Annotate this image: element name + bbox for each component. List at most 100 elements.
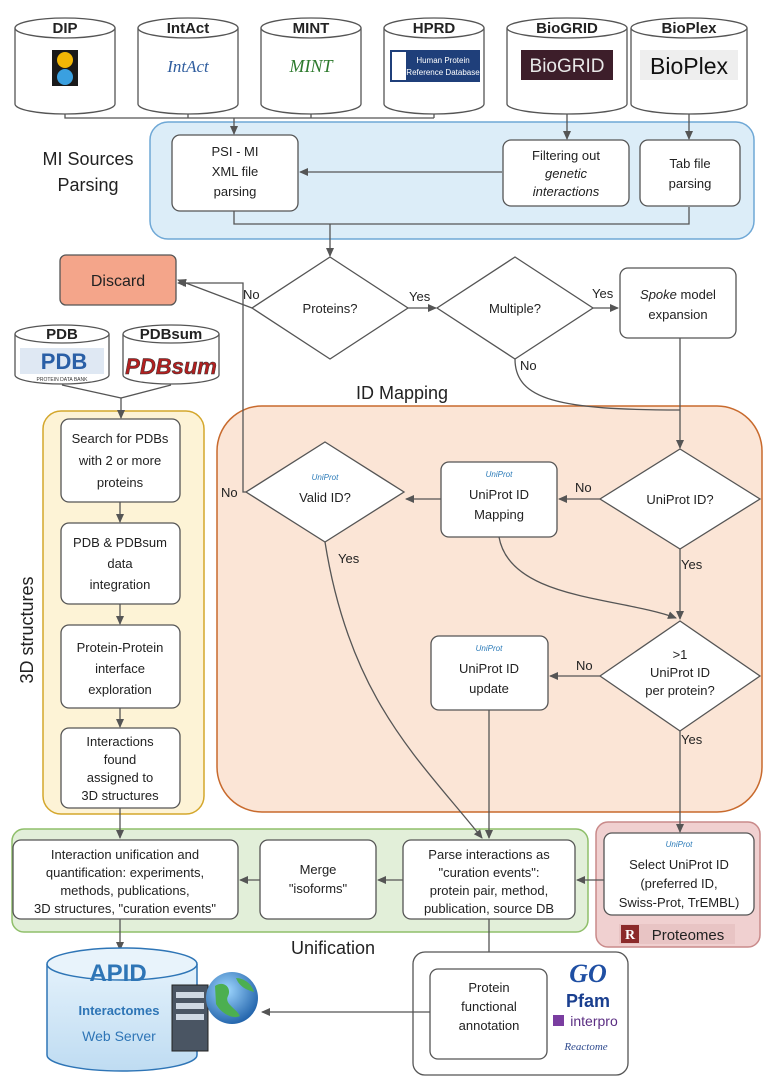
interactions-found-box: Interactions found assigned to 3D struct… xyxy=(60,727,181,809)
pdb-integration-box: PDB & PDBsum data integration xyxy=(60,522,181,605)
parse-events-line2: "curation events": xyxy=(438,865,539,880)
ppi-interface-box: Protein-Protein interface exploration xyxy=(60,624,181,709)
proteins-question: Proteins? xyxy=(303,301,358,316)
search-pdb-line1: Search for PDBs xyxy=(72,431,169,446)
spoke-model: model xyxy=(681,287,717,302)
parse-events-line3: protein pair, method, xyxy=(430,883,549,898)
interactions-found-line3: assigned to xyxy=(87,770,154,785)
uniprot-update-line2: update xyxy=(469,681,509,696)
go-logo: GO xyxy=(569,959,607,988)
multiple-no-label: No xyxy=(520,358,537,373)
source-intact: IntAct IntAct xyxy=(137,17,239,115)
decision-proteins: Proteins? xyxy=(250,256,410,360)
uniprot-update-box: UniProt UniProt ID update xyxy=(430,635,549,711)
parse-events-box: Parse interactions as "curation events":… xyxy=(402,839,576,920)
mi-sources-label-1: MI Sources xyxy=(42,149,133,169)
pdb-logo-sub: PROTEIN DATA BANK xyxy=(37,377,89,383)
decision-multiple: Multiple? xyxy=(435,256,595,360)
bioplex-logo: BioPlex xyxy=(650,53,728,79)
reactome-logo: Reactome xyxy=(563,1041,607,1053)
server-icon xyxy=(171,984,209,1052)
pfam-logo: Pfam xyxy=(566,991,610,1011)
discard-label: Discard xyxy=(91,273,145,290)
interactions-found-line4: 3D structures xyxy=(81,788,159,803)
parse-events-line1: Parse interactions as xyxy=(428,847,550,862)
decision-valid-id: UniProt Valid ID? xyxy=(244,441,406,543)
proteins-no-label: No xyxy=(243,287,260,302)
source-bioplex: BioPlex BioPlex xyxy=(630,17,748,115)
spoke-italic: Spoke xyxy=(640,287,677,302)
psi-mi-line1: PSI - MI xyxy=(212,144,259,159)
unify-line4: 3D structures, "curation events" xyxy=(34,901,216,916)
dip-title: DIP xyxy=(52,20,77,37)
discard-box: Discard xyxy=(59,254,177,306)
spoke-box: Spoke model expansion xyxy=(619,267,737,339)
source-pdb: PDB PDB PROTEIN DATA BANK xyxy=(14,324,110,385)
valid-id-question: Valid ID? xyxy=(299,490,351,505)
mi-sources-label-2: Parsing xyxy=(57,175,118,195)
unify-box: Interaction unification and quantificati… xyxy=(12,839,239,920)
hprd-title: HPRD xyxy=(413,20,456,37)
interactions-found-line1: Interactions xyxy=(86,734,154,749)
spoke-line1: Spoke model xyxy=(640,287,716,302)
uniprot-mapping-box: UniProt UniProt ID Mapping xyxy=(440,461,558,538)
multiple-question: Multiple? xyxy=(489,301,541,316)
annotation-group: Protein functional annotation GO Pfam in… xyxy=(412,951,629,1076)
hprd-logo-line1: Human Protein xyxy=(416,56,469,65)
select-uniprot-line2: (preferred ID, xyxy=(640,876,717,891)
biogrid-logo: BioGRID xyxy=(530,56,605,77)
uniprot-id-yes-label: Yes xyxy=(681,557,703,572)
ppi-interface-line2: interface xyxy=(95,661,145,676)
merge-box: Merge "isoforms" xyxy=(259,839,377,920)
decision-row-connectors: No Yes Yes No No xyxy=(177,279,684,500)
globe-icon xyxy=(206,972,258,1024)
tab-file-box: Tab file parsing xyxy=(639,139,741,207)
filtering-line3: interactions xyxy=(533,184,600,199)
source-hprd: HPRD Human Protein Reference Database xyxy=(383,17,485,115)
gt1-no-label: No xyxy=(576,658,593,673)
hprd-logo-line2: Reference Database xyxy=(406,68,480,77)
mint-title: MINT xyxy=(293,20,330,37)
tab-file-line2: parsing xyxy=(669,176,712,191)
unify-line3: methods, publications, xyxy=(60,883,189,898)
decision-uniprot-id: UniProt ID? xyxy=(598,448,762,550)
source-connectors xyxy=(64,114,693,257)
ppi-interface-line3: exploration xyxy=(88,682,152,697)
biogrid-title: BioGRID xyxy=(536,20,598,37)
parse-events-line4: publication, source DB xyxy=(424,901,554,916)
proteomes-label: Proteomes xyxy=(652,927,725,944)
search-pdb-box: Search for PDBs with 2 or more proteins xyxy=(60,418,181,503)
svg-text:R: R xyxy=(625,928,636,943)
source-pdbsum: PDBsum PDBsum xyxy=(122,324,220,385)
update-uniprot-badge: UniProt xyxy=(476,644,503,653)
pdb-logo: PDB xyxy=(41,349,87,374)
filtering-box: Filtering out genetic interactions xyxy=(502,139,630,207)
select-uniprot-line3: Swiss-Prot, TrEMBL) xyxy=(619,895,740,910)
tab-file-line1: Tab file xyxy=(669,156,710,171)
unify-line1: Interaction unification and xyxy=(51,847,199,862)
uniprot-id-question: UniProt ID? xyxy=(646,492,713,507)
intact-logo: IntAct xyxy=(166,57,210,76)
apid-line2: Web Server xyxy=(82,1028,156,1044)
pdb-integration-line1: PDB & PDBsum xyxy=(73,535,167,550)
psi-mi-parsing-box: PSI - MI XML file parsing xyxy=(171,134,299,212)
id-mapping-connectors: No Yes No Yes Yes xyxy=(324,480,703,839)
select-uniprot-line1: Select UniProt ID xyxy=(629,857,729,872)
intact-title: IntAct xyxy=(167,20,210,37)
spoke-line2: expansion xyxy=(648,307,707,322)
valid-yes-label: Yes xyxy=(338,551,360,566)
select-uniprot-badge: UniProt xyxy=(666,840,693,849)
merge-line2: "isoforms" xyxy=(289,881,348,896)
merge-line1: Merge xyxy=(300,862,337,877)
interpro-logo: interpro xyxy=(570,1013,618,1029)
mint-logo: MINT xyxy=(288,56,334,76)
valid-uniprot-badge: UniProt xyxy=(312,473,339,482)
select-uniprot-box: UniProt Select UniProt ID (preferred ID,… xyxy=(603,832,755,916)
pdb-integration-line2: data xyxy=(107,556,133,571)
pdb-title: PDB xyxy=(46,326,78,343)
functional-line1: Protein xyxy=(468,980,509,995)
gt1-yes-label: Yes xyxy=(681,732,703,747)
pdbsum-title: PDBsum xyxy=(140,326,203,343)
source-mint: MINT MINT xyxy=(260,17,362,115)
